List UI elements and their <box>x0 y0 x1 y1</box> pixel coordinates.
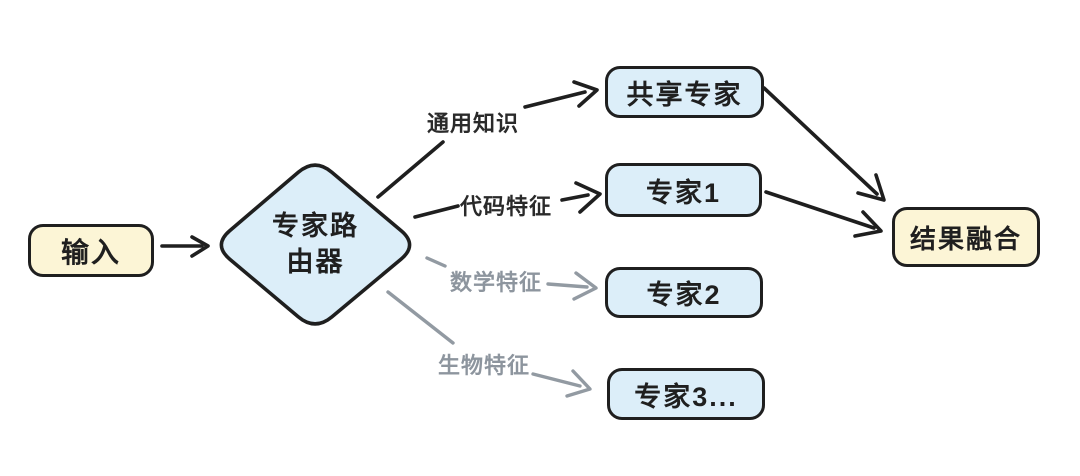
node-input: 输入 <box>28 224 154 277</box>
edge-general-shared <box>523 90 587 109</box>
arrowhead-expert3 <box>565 369 592 398</box>
node-expert3: 专家3... <box>607 368 765 420</box>
edge-router-bio-segment <box>386 290 455 345</box>
edge-router-code-segment <box>413 204 460 219</box>
node-expert2-label: 专家2 <box>646 280 722 310</box>
edge-router-math-segment <box>425 256 447 268</box>
arrowhead-expert2 <box>572 271 598 301</box>
edge-router-general-segment <box>376 140 445 199</box>
node-expert1-label: 专家1 <box>645 177 722 208</box>
arrowhead-expert1 <box>574 181 602 214</box>
edge-shared-fusion <box>762 86 879 196</box>
edge-label-bio-features: 生物特征 <box>438 353 531 378</box>
edge-label-code-features: 代码特征 <box>460 194 553 219</box>
edge-code-expert1 <box>560 193 590 202</box>
router-label-line2: 由器 <box>286 247 345 277</box>
edge-expert1-fusion <box>764 190 876 230</box>
edge-label-general-knowledge: 通用知识 <box>427 111 520 136</box>
node-expert2: 专家2 <box>605 267 763 318</box>
router-label-line1: 专家路 <box>272 211 359 241</box>
edge-label-math-features: 数学特征 <box>450 270 543 295</box>
arrowhead-input-router <box>190 235 210 258</box>
arrowhead-shared-expert <box>572 80 599 108</box>
edge-bio-expert3 <box>531 372 582 388</box>
node-input-label: 输入 <box>60 236 121 268</box>
arrowhead-fusion-top <box>856 173 886 202</box>
node-expert3-label: 专家3... <box>634 381 738 412</box>
node-result-fusion-label: 结果融合 <box>909 223 1022 254</box>
node-router-label: 专家路 由器 <box>245 208 386 280</box>
edge-math-expert2 <box>546 282 589 289</box>
node-expert1: 专家1 <box>605 163 762 217</box>
router-diamond-shape <box>219 163 412 326</box>
arrowhead-fusion-bottom <box>853 210 883 238</box>
node-shared-expert: 共享专家 <box>605 66 764 118</box>
node-result-fusion: 结果融合 <box>892 207 1040 267</box>
node-shared-expert-label: 共享专家 <box>626 79 743 110</box>
